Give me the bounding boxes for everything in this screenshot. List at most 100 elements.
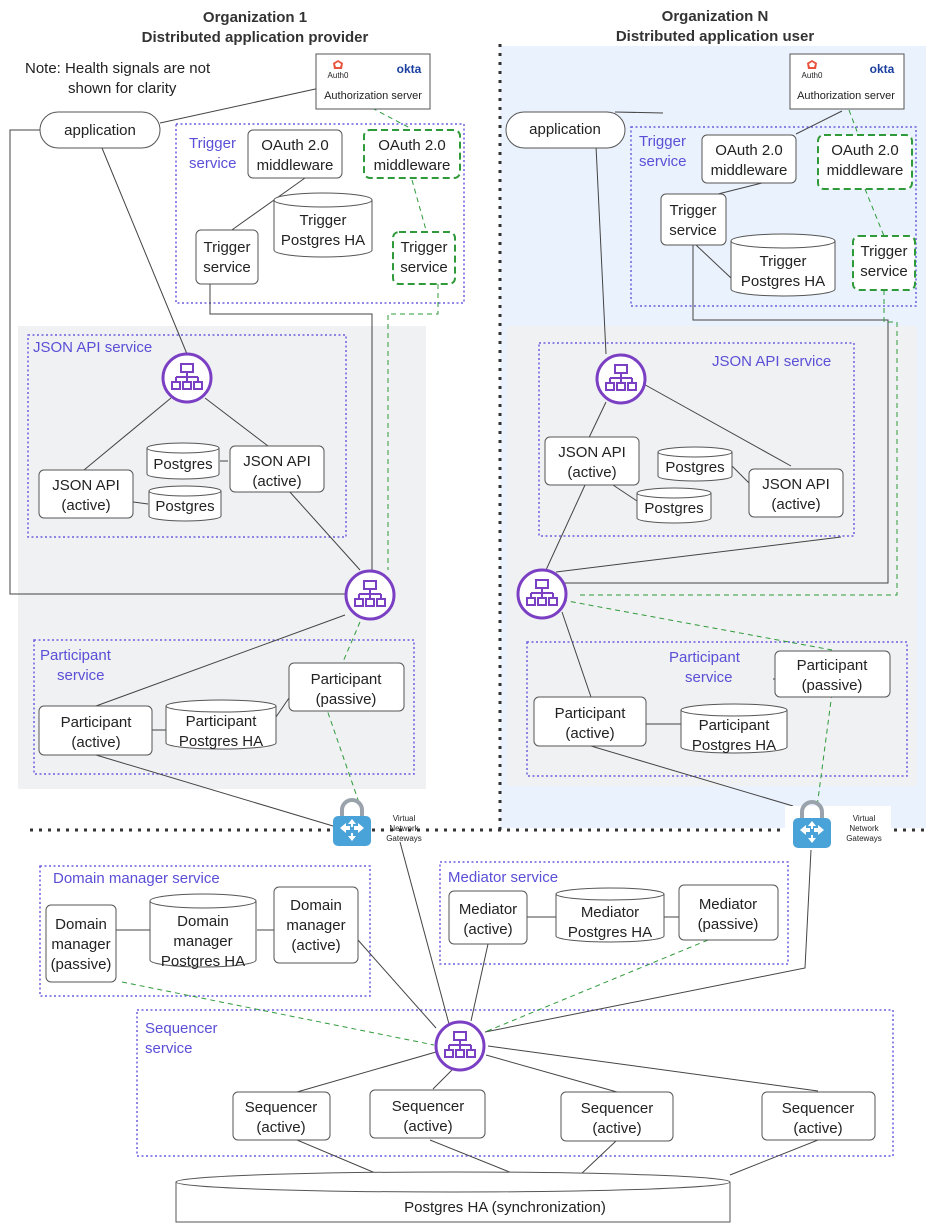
participant-active-orgN[interactable]: Participant (active) [533,696,647,747]
mediator-postgres[interactable]: Mediator Postgres HA [555,887,665,943]
sequencer-3[interactable]: Sequencer (active) [560,1091,674,1142]
auth-server-org1[interactable]: Auth0 okta Authorization server [315,53,431,110]
orgN-title: Organization N [662,8,769,25]
trigger-service-active-orgN[interactable]: Trigger service [660,193,727,246]
svg-text:manager: manager [286,917,345,934]
svg-text:Postgres HA: Postgres HA [281,232,365,249]
sequencer-4[interactable]: Sequencer (active) [761,1091,876,1141]
trigger-service-passive-org1[interactable]: Trigger service [392,231,456,285]
participant-group-label: Participant [669,649,741,666]
json-api-active-left-orgN[interactable]: JSON API (active) [544,436,640,486]
svg-text:(passive): (passive) [51,956,112,973]
load-balancer-icon [516,568,568,620]
svg-text:JSON API: JSON API [52,477,120,494]
participant-group-org1 [33,639,415,775]
svg-text:Participant: Participant [186,713,258,730]
sequencer-group-label: service [145,1040,193,1057]
postgres-db-org1-b[interactable]: Postgres [148,485,222,522]
postgres-db-orgN-a[interactable]: Postgres [657,446,733,482]
svg-text:Postgres HA: Postgres HA [161,953,245,970]
svg-text:service: service [669,222,717,239]
oauth-middleware-active-org1[interactable]: OAuth 2.0 middleware [247,129,343,179]
json-api-group-org1 [27,334,347,538]
sequencer-group-label: Sequencer [145,1020,218,1037]
participant-group-label: service [685,669,733,686]
load-balancer-icon [595,353,647,405]
postgres-db-orgN-b[interactable]: Postgres [636,487,712,524]
svg-text:middleware: middleware [257,157,334,174]
participant-group-orgN [526,641,908,777]
svg-text:Gateways: Gateways [846,834,882,843]
domain-manager-passive[interactable]: Domain manager (passive) [45,904,117,983]
auth-server-label: Authorization server [797,90,895,102]
svg-text:service: service [860,263,908,280]
application-orgN[interactable]: application [505,111,626,149]
json-api-active-right-orgN[interactable]: JSON API (active) [748,468,844,518]
load-balancer-icon [434,1020,486,1072]
svg-text:(active): (active) [61,497,110,514]
svg-text:JSON API: JSON API [558,444,626,461]
domain-manager-active[interactable]: Domain manager (active) [273,886,359,964]
svg-text:Postgres: Postgres [665,459,724,476]
svg-text:(active): (active) [793,1120,842,1137]
oauth-middleware-active-orgN[interactable]: OAuth 2.0 middleware [701,134,797,184]
participant-active-org1[interactable]: Participant (active) [38,705,153,756]
participant-postgres-org1[interactable]: Participant Postgres HA [165,699,277,750]
svg-text:Postgres HA: Postgres HA [741,273,825,290]
postgres-sync-db[interactable]: Postgres HA (synchronization) [175,1171,731,1223]
trigger-postgres-org1[interactable]: Trigger Postgres HA [273,192,373,258]
svg-text:(active): (active) [567,464,616,481]
trigger-group-org1 [175,123,465,304]
mediator-group-label: Mediator service [448,869,558,886]
svg-text:Participant: Participant [61,714,133,731]
svg-text:manager: manager [173,933,232,950]
svg-text:Postgres: Postgres [644,500,703,517]
svg-text:(active): (active) [256,1119,305,1136]
svg-text:Network: Network [849,824,879,833]
svg-text:Participant: Participant [311,671,383,688]
svg-text:(passive): (passive) [802,677,863,694]
json-api-active-right-org1[interactable]: JSON API (active) [229,445,325,493]
org1-subtitle: Distributed application provider [142,29,369,46]
participant-passive-orgN[interactable]: Participant (passive) [774,650,891,698]
note-line-1: Note: Health signals are not [25,60,211,77]
svg-text:Sequencer: Sequencer [782,1100,855,1117]
auth0-label: Auth0 [328,71,349,80]
mediator-passive[interactable]: Mediator (passive) [678,884,779,941]
svg-text:(active): (active) [565,725,614,742]
oauth-middleware-passive-org1[interactable]: OAuth 2.0 middleware [363,129,461,179]
note-line-2: shown for clarity [68,80,177,97]
trigger-group-orgN [630,126,917,307]
json-api-group-orgN [538,342,855,537]
svg-text:service: service [400,259,448,276]
okta-logo: okta [397,62,422,76]
trigger-postgres-orgN[interactable]: Trigger Postgres HA [730,233,836,297]
svg-text:(active): (active) [592,1120,641,1137]
trigger-service-active-org1[interactable]: Trigger service [195,229,259,285]
json-api-active-left-org1[interactable]: JSON API (active) [38,469,134,519]
oauth-middleware-passive-orgN[interactable]: OAuth 2.0 middleware [817,134,913,190]
svg-text:Domain: Domain [290,897,342,914]
svg-text:Domain: Domain [55,916,107,933]
org1-title: Organization 1 [203,9,307,26]
auth-server-orgN[interactable]: Auth0 okta Authorization server [789,53,905,110]
trigger-group-label: Trigger [639,133,686,150]
svg-text:Trigger: Trigger [670,202,717,219]
domain-manager-postgres[interactable]: Domain manager Postgres HA [149,893,257,970]
application-org1[interactable]: application [39,111,161,149]
sequencer-2[interactable]: Sequencer (active) [369,1089,486,1139]
svg-text:Postgres HA: Postgres HA [692,737,776,754]
svg-text:Participant: Participant [699,717,771,734]
trigger-service-passive-orgN[interactable]: Trigger service [852,235,916,291]
auth0-icon [807,60,817,69]
sequencer-1[interactable]: Sequencer (active) [232,1091,331,1141]
svg-text:Postgres HA: Postgres HA [568,924,652,941]
svg-text:Mediator: Mediator [699,896,757,913]
svg-text:OAuth 2.0: OAuth 2.0 [831,142,899,159]
participant-postgres-orgN[interactable]: Participant Postgres HA [680,703,788,754]
mediator-active[interactable]: Mediator (active) [448,890,528,945]
participant-passive-org1[interactable]: Participant (passive) [288,662,405,712]
trigger-group-label: Trigger [189,135,236,152]
postgres-db-org1-a[interactable]: Postgres [146,442,220,480]
trigger-group-label: service [189,155,237,172]
